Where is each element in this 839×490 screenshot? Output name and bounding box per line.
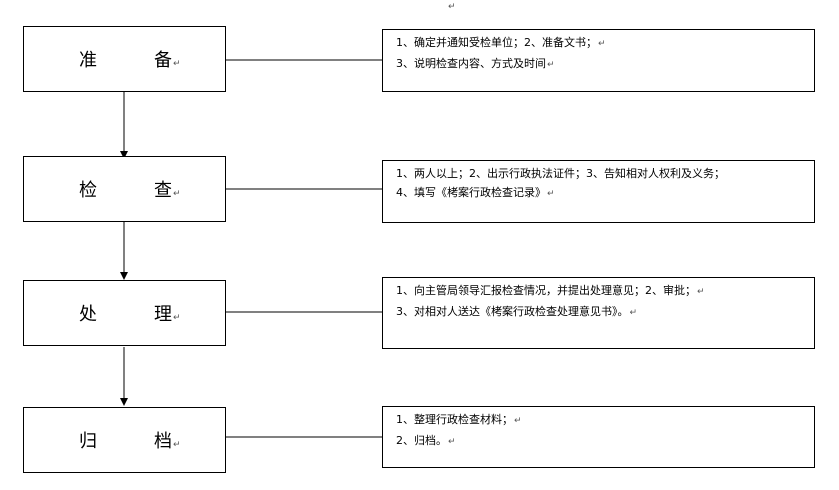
- note-line: 1、整理行政检查材料；↵: [396, 413, 522, 426]
- note-box-handle: 1、向主管局领导汇报检查情况，并提出处理意见；2、审批；↵ 3、对相对人送达《栲…: [382, 277, 815, 349]
- step-box-inspect: 检 查↵: [23, 156, 226, 222]
- step-label-char: 准: [79, 50, 97, 71]
- note-line: 3、说明检查内容、方式及时间↵: [396, 57, 555, 70]
- note-box-inspect: 1、两人以上；2、出示行政执法证件；3、告知相对人权利及义务； 4、填写《栲案行…: [382, 160, 815, 223]
- step-label-char: 处: [79, 304, 97, 325]
- step-label-char: 备↵: [154, 50, 181, 71]
- note-line: 2、归档。↵: [396, 434, 456, 447]
- note-line: 1、两人以上；2、出示行政执法证件；3、告知相对人权利及义务；: [396, 167, 725, 180]
- note-line: 4、填写《栲案行政检查记录》↵: [396, 186, 555, 199]
- step-box-archive: 归 档↵: [23, 407, 226, 473]
- note-line: 1、向主管局领导汇报检查情况，并提出处理意见；2、审批；↵: [396, 284, 705, 297]
- step-label-char: 档↵: [154, 431, 181, 452]
- step-label-char: 理↵: [154, 304, 181, 325]
- step-label-char: 归: [79, 431, 97, 452]
- step-label-char: 检: [79, 180, 97, 201]
- paragraph-mark: ↵: [448, 2, 456, 12]
- note-box-archive: 1、整理行政检查材料；↵ 2、归档。↵: [382, 406, 815, 468]
- note-line: 1、确定并通知受检单位；2、准备文书；↵: [396, 36, 606, 49]
- step-label-char: 查↵: [154, 180, 181, 201]
- note-line: 3、对相对人送达《栲案行政检查处理意见书》。↵: [396, 305, 638, 318]
- step-box-prepare: 准 备↵: [23, 26, 226, 92]
- step-box-handle: 处 理↵: [23, 280, 226, 346]
- note-box-prepare: 1、确定并通知受检单位；2、准备文书；↵ 3、说明检查内容、方式及时间↵: [382, 29, 815, 92]
